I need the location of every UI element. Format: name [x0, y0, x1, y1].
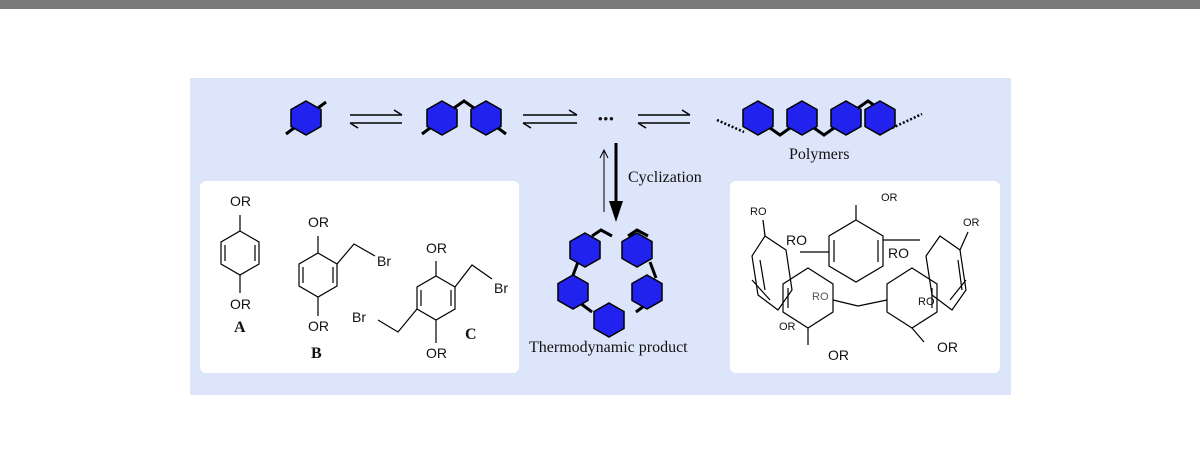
structure-c — [377, 261, 493, 343]
structure-c-top-group: OR — [426, 240, 447, 256]
polymers-label: Polymers — [789, 146, 850, 163]
structure-b-bottom-group: OR — [308, 318, 329, 334]
macrocycle — [557, 228, 663, 338]
structure-c-right-bromide: Br — [494, 280, 508, 296]
structure-b-top-group: OR — [308, 214, 329, 230]
structure-a-top-group: OR — [230, 193, 251, 209]
ellipsis: ••• — [598, 111, 615, 126]
structure-a-bottom-group: OR — [230, 296, 251, 312]
structure-c-label: C — [465, 326, 477, 343]
pillararene-substituent: RO — [750, 206, 767, 218]
pillararene-structure — [751, 205, 969, 345]
structure-c-bottom-group: OR — [426, 345, 447, 361]
cyclization-label: Cyclization — [628, 169, 702, 186]
structure-a-label: A — [234, 319, 246, 336]
pillararene-substituent: RO — [888, 245, 909, 261]
equilibrium-arrow — [637, 109, 691, 129]
pillararene-substituent: RO — [812, 291, 829, 303]
monomer-unit — [285, 100, 327, 136]
equilibrium-arrow — [522, 109, 578, 129]
pillararene-substituent: RO — [918, 296, 935, 308]
top-bar — [0, 0, 1200, 9]
structure-c-left-bromide: Br — [352, 309, 366, 325]
dimer-unit — [421, 99, 507, 136]
structure-b-bromide: Br — [377, 253, 391, 269]
pillararene-substituent: RO — [786, 232, 807, 248]
thermodynamic-product-label: Thermodynamic product — [529, 339, 688, 356]
pillararene-substituent: OR — [828, 347, 849, 363]
structure-a — [220, 215, 260, 293]
pillararene-substituent: OR — [779, 321, 796, 333]
monomer-card — [200, 181, 519, 373]
pillararene-substituent: OR — [963, 217, 980, 229]
equilibrium-arrow — [349, 109, 403, 129]
structure-b — [298, 236, 376, 316]
pillararene-substituent: OR — [881, 192, 898, 204]
polymer-chain — [716, 99, 923, 137]
pillararene-substituent: OR — [937, 339, 958, 355]
structure-b-label: B — [311, 345, 322, 362]
cyclization-arrow — [599, 143, 623, 222]
